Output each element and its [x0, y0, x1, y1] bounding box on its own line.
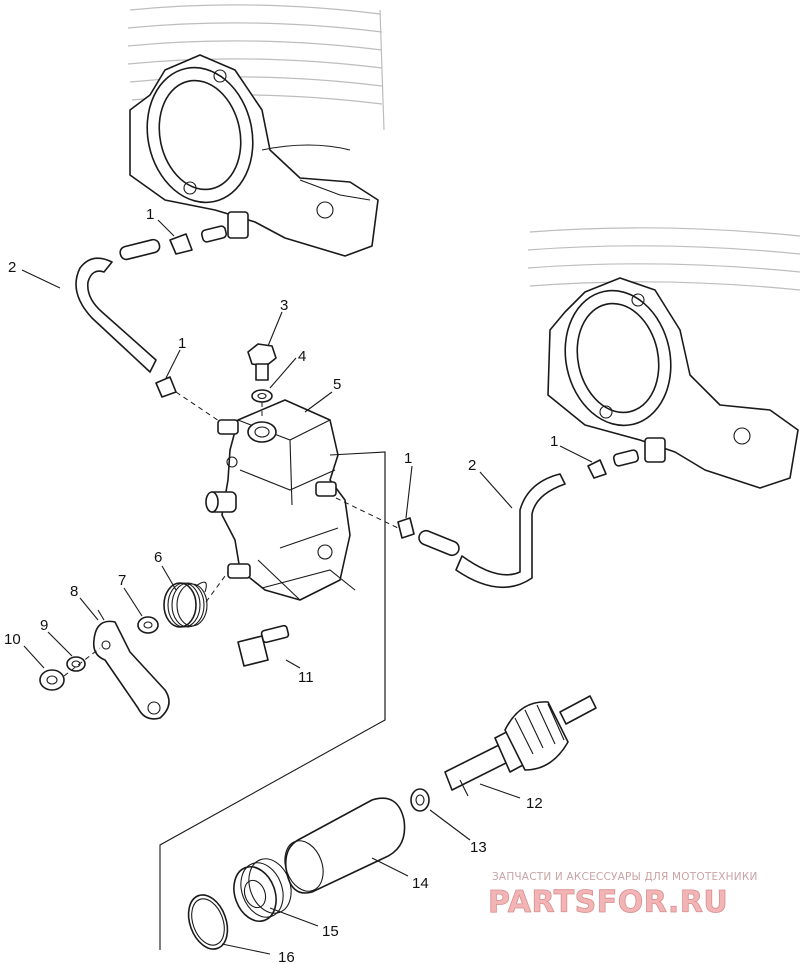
callout-3: 3: [280, 297, 288, 314]
banjo-bolt-and-washer: [247, 343, 277, 420]
callout-13: 13: [470, 839, 487, 856]
watermark-tagline: ЗАПЧАСТИ И АКСЕССУАРЫ ДЛЯ МОТОТЕХНИКИ: [492, 871, 758, 883]
callout-8: 8: [70, 583, 78, 600]
callout-10: 10: [4, 631, 21, 648]
callout-2-left: 2: [8, 259, 16, 276]
callout-7: 7: [118, 572, 126, 589]
leader-lines: [21, 219, 593, 955]
callout-11: 11: [298, 669, 314, 686]
callout-1-right: 1: [550, 433, 558, 450]
callout-1-center: 1: [404, 450, 412, 467]
hose-clamp-far-right: [587, 459, 607, 479]
watermark-brand: PARTSFOR.RU: [488, 885, 728, 920]
callout-1-upper: 1: [146, 206, 154, 223]
drive-gear-assembly: [187, 695, 597, 950]
pump-control-lever-assembly: [39, 571, 290, 720]
cylinder-right: [527, 227, 800, 489]
callout-6: 6: [154, 549, 162, 566]
callout-labels: 1 2 3 4 1 5 1 1 2 6 7 8 9 10 11 12 13 14…: [4, 206, 558, 964]
callout-5: 5: [333, 376, 341, 393]
oil-line-left: [75, 225, 228, 426]
hose-clamp-upper: [169, 233, 193, 255]
cylinder-left: [127, 4, 385, 257]
callout-15: 15: [322, 923, 339, 940]
oil-pump-body: [205, 399, 386, 720]
callout-2-right: 2: [468, 457, 476, 474]
callout-12: 12: [526, 795, 543, 812]
callout-16: 16: [278, 949, 295, 964]
watermark: ЗАПЧАСТИ И АКСЕССУАРЫ ДЛЯ МОТОТЕХНИКИ PA…: [488, 871, 758, 920]
callout-4: 4: [298, 348, 306, 365]
assembly-frame: [159, 452, 386, 950]
hose-clamp-lower: [155, 376, 177, 398]
callout-1-left: 1: [178, 335, 186, 352]
callout-14: 14: [412, 875, 429, 892]
callout-9: 9: [40, 617, 48, 634]
hose-clamp-right: [397, 517, 415, 539]
oil-line-right: [335, 449, 640, 589]
